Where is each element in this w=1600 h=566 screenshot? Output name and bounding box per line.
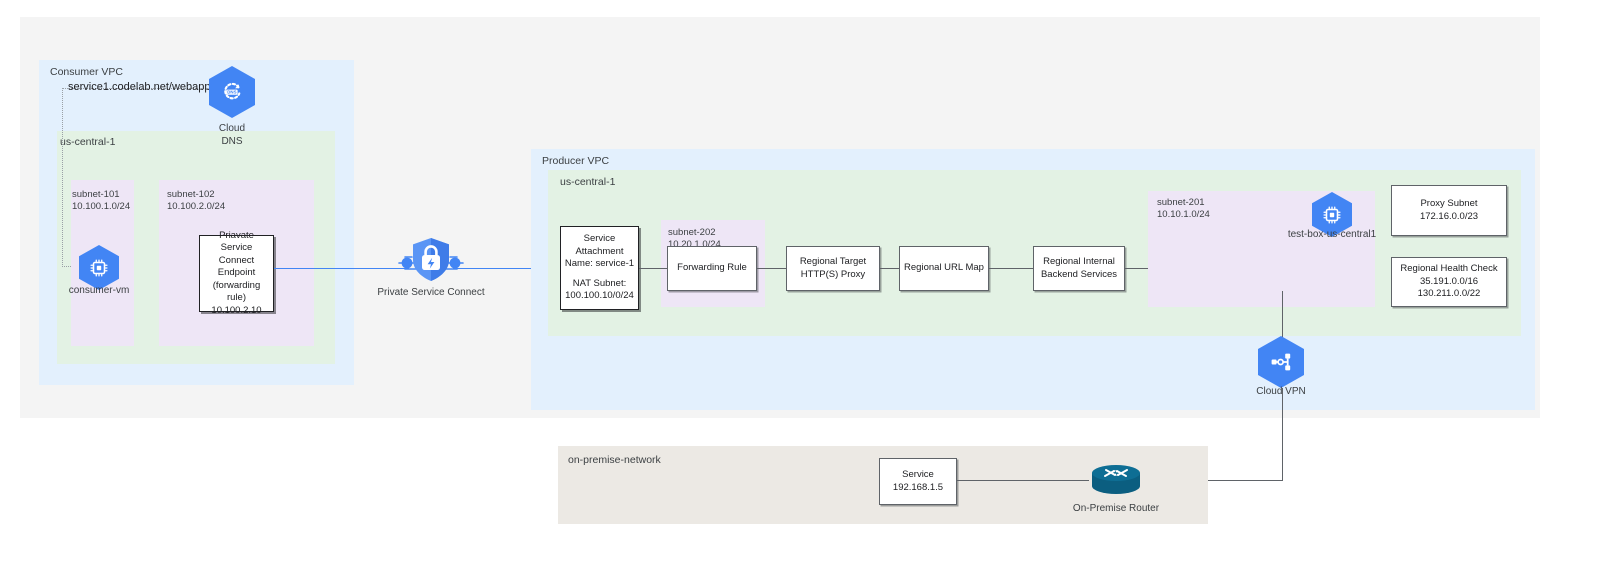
link-service-to-router <box>957 480 1089 481</box>
link-sa-to-fr <box>639 268 667 269</box>
cloud-vpn-icon <box>1258 336 1304 388</box>
service-attachment-line1: Service <box>583 233 616 245</box>
consumer-vm-caption: consumer-vm <box>68 285 130 296</box>
on-premise-network-label: on-premise-network <box>568 454 661 466</box>
psc-endpoint-line1: Priavate Service <box>219 229 254 254</box>
subnet-202-name: subnet-202 <box>668 227 716 238</box>
health-check-line3: 130.211.0.0/22 <box>1417 288 1481 300</box>
link-urlmap-to-backend <box>989 268 1033 269</box>
test-box-caption: test-box-us-central1 <box>1287 229 1377 240</box>
forwarding-rule-label: Forwarding Rule <box>677 262 747 274</box>
vpn-tunnel-vertical <box>1282 388 1283 480</box>
proxy-subnet-line2: 172.16.0.0/23 <box>1419 210 1479 222</box>
svg-text:DNS: DNS <box>227 90 236 95</box>
subnet-101-label: subnet-101 10.100.1.0/24 <box>72 189 130 213</box>
psc-caption: Private Service Connect <box>377 287 485 298</box>
on-premise-router-caption: On-Premise Router <box>1072 503 1160 514</box>
subnet-102-cidr: 10.100.2.0/24 <box>167 201 226 212</box>
target-proxy-line2: HTTP(S) Proxy <box>800 268 866 280</box>
vpn-tunnel-horizontal <box>1145 480 1283 481</box>
service-attachment-line5: 100.100.10/0/24 <box>565 290 634 302</box>
subnet-202-cidr: 10.20.1.0/24 <box>668 239 721 250</box>
on-premise-service-line1: Service <box>902 469 934 480</box>
link-neg-to-vpn <box>1282 291 1283 338</box>
dns-path-vertical <box>62 88 63 267</box>
health-check-line1: Regional Health Check <box>1400 263 1498 275</box>
forwarding-rule-box[interactable]: Forwarding Rule <box>667 246 757 291</box>
cloud-dns-caption-line2: DNS <box>221 136 243 147</box>
on-premise-service-box[interactable]: Service 192.168.1.5 <box>879 458 957 505</box>
cloud-dns-caption: Cloud DNS <box>190 122 274 148</box>
proxy-subnet-box[interactable]: Proxy Subnet 172.16.0.0/23 <box>1391 185 1507 236</box>
subnet-102-name: subnet-102 <box>167 189 215 200</box>
psc-link-left <box>274 268 409 269</box>
backend-line1: Regional Internal <box>1043 256 1115 267</box>
dns-record-label: service1.codelab.net/webapp <box>68 81 211 93</box>
subnet-201-cidr: 10.10.1.0/24 <box>1157 209 1210 220</box>
link-proxy-to-urlmap <box>880 268 899 269</box>
cloud-dns-icon: DNS <box>209 66 255 118</box>
consumer-vm-icon <box>79 245 119 290</box>
subnet-101-name: subnet-101 <box>72 189 120 200</box>
service-attachment-line2: Attachment <box>575 245 624 257</box>
target-proxy-line1: Regional Target <box>799 256 867 267</box>
subnet-102-label: subnet-102 10.100.2.0/24 <box>167 189 225 213</box>
service-attachment-line4: NAT Subnet: <box>572 277 627 289</box>
regional-backend-services-box[interactable]: Regional Internal Backend Services <box>1033 246 1125 291</box>
dns-path-horizontal-top <box>62 88 210 89</box>
psc-link-right <box>453 268 560 269</box>
url-map-label: Regional URL Map <box>904 262 984 274</box>
consumer-vpc-label: Consumer VPC <box>50 66 123 78</box>
producer-vpc-label: Producer VPC <box>542 155 610 167</box>
on-premise-router-icon <box>1087 462 1145 498</box>
psc-endpoint-box[interactable]: Priavate Service Connect Endpoint (forwa… <box>199 230 274 316</box>
regional-target-proxy-box[interactable]: Regional Target HTTP(S) Proxy <box>786 246 880 291</box>
psc-endpoint-line2: Connect Endpoint <box>217 254 256 279</box>
service-attachment-box[interactable]: Service Attachment Name: service-1 NAT S… <box>560 226 639 310</box>
subnet-201-label: subnet-201 10.10.1.0/24 <box>1157 197 1210 221</box>
regional-health-check-box[interactable]: Regional Health Check 35.191.0.0/16 130.… <box>1391 257 1507 307</box>
cloud-vpn-caption: Cloud VPN <box>1256 386 1306 397</box>
test-box-vm-icon <box>1312 192 1352 237</box>
cloud-dns-caption-line1: Cloud <box>218 123 246 134</box>
service-attachment-line3: Name: service-1 <box>564 258 635 270</box>
subnet-202-label: subnet-202 10.20.1.0/24 <box>668 227 721 251</box>
health-check-line2: 35.191.0.0/16 <box>1419 275 1479 287</box>
consumer-region-label: us-central-1 <box>60 136 116 148</box>
psc-endpoint-line3: (forwarding rule) <box>212 279 261 304</box>
link-fr-to-proxy <box>757 268 786 269</box>
on-premise-service-line2: 192.168.1.5 <box>892 481 944 493</box>
proxy-subnet-line1: Proxy Subnet <box>1420 198 1478 209</box>
private-service-connect-icon <box>398 236 464 284</box>
regional-url-map-box[interactable]: Regional URL Map <box>899 246 989 291</box>
subnet-101-cidr: 10.100.1.0/24 <box>72 201 131 212</box>
producer-region-label: us-central-1 <box>560 176 616 188</box>
subnet-201-name: subnet-201 <box>1157 197 1205 208</box>
psc-endpoint-line4: 10.100.2.10 <box>211 304 262 316</box>
backend-line2: Backend Services <box>1040 268 1118 280</box>
